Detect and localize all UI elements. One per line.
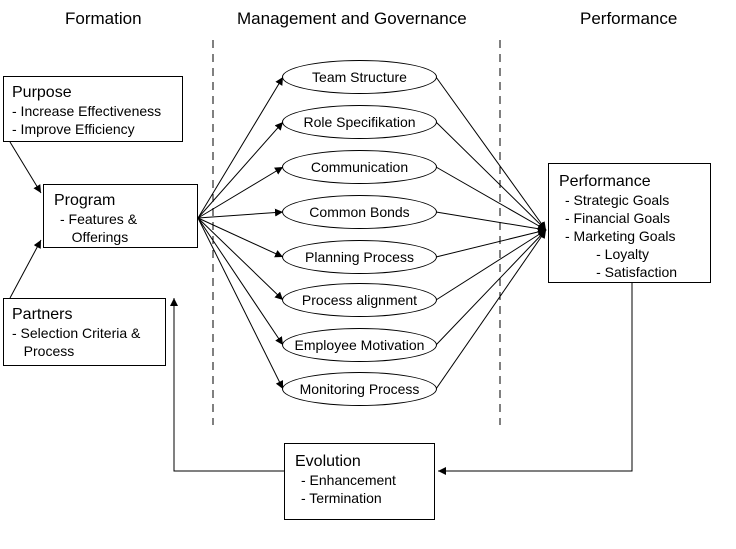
arrow-program-to-element-6 <box>197 217 284 346</box>
purpose-title: Purpose <box>12 84 72 101</box>
arrow-program-to-element-0 <box>197 76 284 219</box>
arrow-program-to-element-7 <box>197 217 284 390</box>
arrow-evolution-program <box>170 298 284 472</box>
evolution-line: - Enhancement <box>301 472 396 488</box>
ellipse-role-specifikation: Role Specifikation <box>282 105 437 139</box>
arrow-element-to-performance-4 <box>435 228 547 258</box>
purpose-box: Purpose - Increase Effectiveness - Impro… <box>3 76 183 142</box>
performance-goal: - Financial Goals <box>565 210 671 226</box>
arrow-element-to-performance-6 <box>435 229 547 346</box>
ellipse-monitoring-process: Monitoring Process <box>282 372 437 406</box>
evolution-line: - Termination <box>301 490 382 506</box>
partners-line: Process <box>12 343 75 359</box>
arrow-element-to-performance-7 <box>435 229 547 390</box>
arrow-element-to-performance-5 <box>435 229 547 301</box>
partners-box: Partners - Selection Criteria & Process <box>3 298 166 366</box>
performance-subgoal: - Satisfaction <box>565 264 678 280</box>
purpose-line: - Improve Efficiency <box>12 121 135 137</box>
arrow-program-to-element-1 <box>197 121 284 219</box>
performance-box: Performance - Strategic Goals - Financia… <box>548 163 711 283</box>
performance-subgoal: - Loyalty <box>565 246 650 262</box>
header-management-governance: Management and Governance <box>237 9 467 28</box>
arrow-element-to-performance-1 <box>435 121 547 231</box>
ellipse-process-alignment: Process alignment <box>282 283 437 317</box>
header-formation: Formation <box>65 9 142 28</box>
program-title: Program <box>54 192 116 209</box>
ellipse-communication: Communication <box>282 150 437 184</box>
performance-goal: - Marketing Goals <box>565 228 676 244</box>
evolution-box: Evolution - Enhancement - Termination <box>284 443 435 520</box>
governance-to-performance-arrows <box>435 76 547 390</box>
arrow-element-to-performance-2 <box>435 166 547 231</box>
program-line: - Features & <box>60 211 138 227</box>
arrow-element-to-performance-3 <box>435 211 547 233</box>
performance-title: Performance <box>559 173 651 190</box>
ellipse-employee-motivation: Employee Motivation <box>282 328 437 362</box>
arrow-program-to-element-3 <box>197 208 284 219</box>
arrow-partners-program <box>9 239 42 299</box>
evolution-title: Evolution <box>295 453 361 470</box>
partners-line: - Selection Criteria & <box>12 325 141 341</box>
arrow-program-to-element-5 <box>197 217 284 301</box>
arrow-performance-evolution <box>438 283 633 475</box>
ellipse-common-bonds: Common Bonds <box>282 195 437 229</box>
arrow-program-to-element-4 <box>197 217 284 258</box>
program-line: Offerings <box>60 229 129 245</box>
partners-title: Partners <box>12 306 73 323</box>
purpose-line: - Increase Effectiveness <box>12 103 162 119</box>
program-to-governance-arrows <box>197 76 284 390</box>
ellipse-team-structure: Team Structure <box>282 60 437 94</box>
header-performance: Performance <box>580 9 678 28</box>
program-box: Program - Features & Offerings <box>43 184 198 248</box>
arrow-purpose-program <box>9 141 42 194</box>
arrow-element-to-performance-0 <box>435 76 547 231</box>
performance-goal: - Strategic Goals <box>565 192 670 208</box>
arrow-program-to-element-2 <box>197 166 284 219</box>
ellipse-planning-process: Planning Process <box>282 240 437 274</box>
